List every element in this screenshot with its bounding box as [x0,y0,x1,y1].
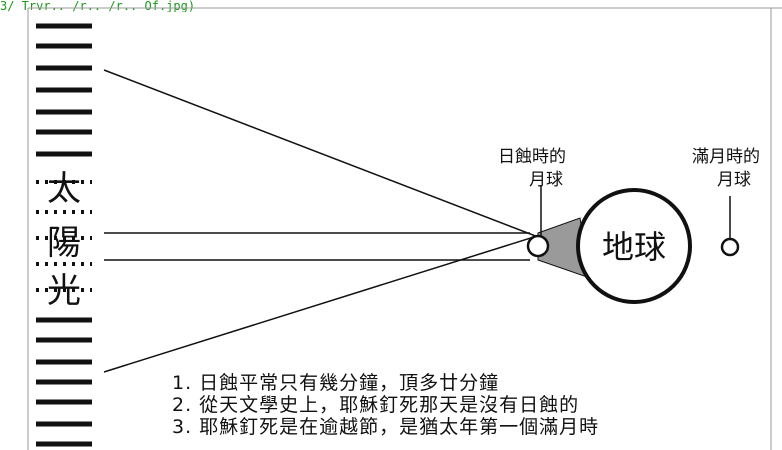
note-3: 3. 耶穌釘死是在逾越節，是猶太年第一個滿月時 [172,416,600,438]
full-moon-label-line1: 滿月時的 [692,147,760,167]
sun-label: 太 陽 光 [47,169,81,311]
sun-char: 光 [47,271,81,311]
sun-rays [103,69,573,373]
ray-lower-cross [103,224,573,373]
eclipse-moon [526,234,550,258]
sun-label-dots [36,180,92,292]
notes-list: 1. 日蝕平常只有幾分鐘，頂多廿分鐘 2. 從天文學史上，耶穌釘死那天是沒有日蝕… [172,372,599,438]
sun-char: 陽 [47,223,81,263]
full-moon-label-line2: 月球 [717,170,751,190]
earth [576,188,692,304]
header-fragment: 3/ Trvr.. /r.. /r.. Of.jpg) [0,0,196,12]
eclipse-moon-label-line1: 日蝕時的 [498,147,566,167]
full-moon [720,237,740,257]
eclipse-moon-label-line2: 月球 [529,170,563,190]
sun-edge-marks [36,23,92,447]
earth-label: 地球 [602,228,666,266]
note-2: 2. 從天文學史上，耶穌釘死那天是沒有日蝕的 [172,394,580,416]
note-1: 1. 日蝕平常只有幾分鐘，頂多廿分鐘 [172,372,500,394]
ray-upper-cross [103,69,573,251]
sun-char: 太 [47,169,81,209]
